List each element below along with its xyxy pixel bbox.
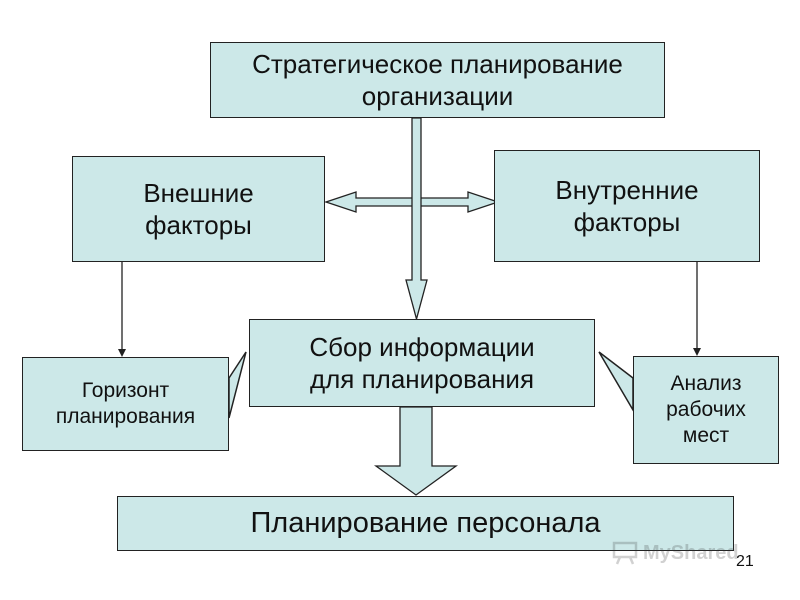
planning-horizon-label: Горизонт планирования bbox=[55, 378, 196, 428]
personnel-planning-label: Планирование персонала bbox=[250, 507, 601, 540]
information-collection-box: Сбор информации для планирования bbox=[249, 319, 595, 407]
planning-horizon-box: Горизонт планирования bbox=[22, 357, 229, 451]
presentation-screen-icon bbox=[612, 541, 638, 565]
external-factors-box: Внешние факторы bbox=[72, 156, 325, 262]
collection-to-personnel-arrow bbox=[373, 406, 459, 496]
workplace-analysis-box: Анализ рабочих мест bbox=[633, 356, 779, 464]
internal-factors-label: Внутренние факторы bbox=[555, 174, 699, 238]
external-to-horizon-arrowhead bbox=[118, 349, 126, 357]
strategic-planning-box: Стратегическое планирование организации bbox=[210, 42, 665, 118]
personnel-planning-box: Планирование персонала bbox=[117, 496, 734, 551]
strategic-planning-label: Стратегическое планирование организации bbox=[252, 48, 623, 112]
watermark-text: MyShared bbox=[643, 541, 739, 564]
strategic-to-collection-arrow bbox=[405, 117, 428, 322]
analysis-callout-pointer bbox=[598, 351, 634, 413]
information-collection-label: Сбор информации для планирования bbox=[309, 331, 535, 395]
internal-to-analysis-arrowhead bbox=[693, 348, 701, 356]
external-factors-label: Внешние факторы bbox=[143, 177, 254, 241]
page-number: 21 bbox=[736, 553, 754, 570]
workplace-analysis-label: Анализ рабочих мест bbox=[666, 371, 746, 448]
watermark: MyShared bbox=[612, 541, 739, 565]
horizon-callout-pointer bbox=[228, 351, 247, 419]
internal-factors-box: Внутренние факторы bbox=[494, 150, 760, 262]
